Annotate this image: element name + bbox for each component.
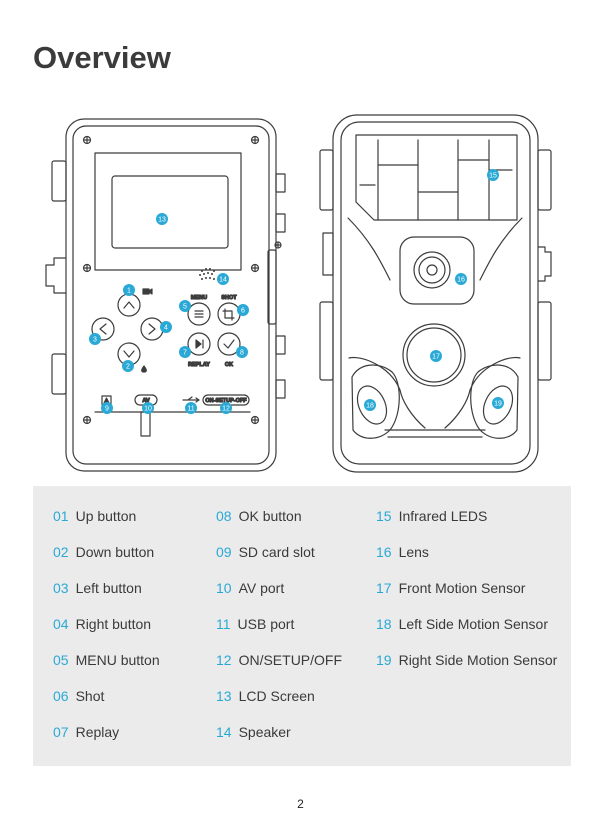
screw-icon (250, 135, 260, 145)
svg-text:19: 19 (494, 401, 502, 408)
callout-badge: 18 (364, 399, 376, 411)
lcd-screen (111, 175, 229, 249)
svg-text:2: 2 (126, 364, 130, 371)
callout-badge: 4 (160, 321, 172, 333)
callout-badge: 10 (142, 402, 154, 414)
camera-back-view: MENU SHOT REPLAY OK AV ON-SETUP-OFF (45, 118, 286, 472)
drop-icon (141, 365, 147, 373)
callout-badge: 19 (492, 397, 504, 409)
left-button[interactable] (91, 317, 115, 341)
svg-text:3: 3 (93, 337, 97, 344)
bottom-latch (140, 411, 151, 437)
svg-text:17: 17 (432, 354, 440, 361)
callout-badge: 6 (237, 304, 249, 316)
screw-icon (250, 415, 260, 425)
ok-button[interactable] (217, 332, 241, 356)
callout-badge: 2 (122, 360, 134, 372)
screw-icon (250, 263, 260, 273)
svg-text:5: 5 (183, 304, 187, 311)
shot-button[interactable] (217, 302, 241, 326)
svg-text:6: 6 (241, 308, 245, 315)
screw-icon (82, 415, 92, 425)
svg-text:11: 11 (187, 406, 194, 413)
callout-badge: 5 (179, 300, 191, 312)
video-icon (142, 288, 153, 295)
lcd-bezel (94, 152, 242, 271)
svg-text:9: 9 (105, 406, 109, 413)
replay-button[interactable] (187, 332, 211, 356)
left-side-motion-sensor (351, 364, 400, 439)
right-button[interactable] (140, 317, 164, 341)
camera-diagram: MENU SHOT REPLAY OK AV ON-SETUP-OFF (45, 114, 552, 473)
svg-text:10: 10 (144, 406, 152, 413)
callout-badge: 8 (236, 346, 248, 358)
svg-text:14: 14 (219, 277, 227, 284)
callout-badge: 1 (123, 284, 135, 296)
menu-label: MENU (191, 295, 207, 301)
power-label: ON-SETUP-OFF (205, 398, 247, 404)
svg-text:16: 16 (457, 277, 465, 284)
callout-badge: 16 (455, 273, 467, 285)
page-number: 2 (297, 797, 304, 811)
screw-icon (82, 263, 92, 273)
up-button[interactable] (117, 293, 141, 317)
usb-icon[interactable] (182, 396, 200, 403)
svg-text:4: 4 (164, 325, 168, 332)
callout-badge: 3 (89, 333, 101, 345)
page-title: Overview (33, 40, 171, 75)
camera-front-view (319, 114, 552, 473)
av-label: AV (142, 398, 150, 404)
callout-badge: 14 (217, 273, 229, 285)
ok-label: OK (225, 362, 233, 368)
front-motion-sensor (402, 323, 466, 387)
screw-icon (82, 135, 92, 145)
svg-text:18: 18 (366, 403, 374, 410)
svg-text:1: 1 (127, 288, 131, 295)
svg-text:12: 12 (222, 406, 230, 413)
callout-badge: 13 (156, 213, 168, 225)
svg-text:8: 8 (240, 350, 244, 357)
callout-badge: 17 (430, 350, 442, 362)
screw-icon (274, 241, 282, 249)
menu-button[interactable] (187, 302, 211, 326)
callout-badge: 9 (101, 402, 113, 414)
callout-badge: 7 (179, 346, 191, 358)
lens (399, 236, 475, 305)
svg-text:7: 7 (183, 350, 187, 357)
svg-text:13: 13 (158, 217, 166, 224)
callout-badges: 1 2 3 4 5 6 7 8 9 10 11 12 13 14 15 16 1… (89, 169, 504, 414)
callout-badge: 12 (220, 402, 232, 414)
svg-text:15: 15 (489, 173, 497, 180)
callout-badge: 15 (487, 169, 499, 181)
shot-label: SHOT (221, 295, 237, 301)
right-side-motion-sensor (470, 364, 519, 439)
infrared-led-panel (355, 134, 518, 221)
replay-label: REPLAY (188, 362, 210, 368)
callout-badge: 11 (185, 402, 197, 414)
speaker-icon (199, 268, 215, 280)
